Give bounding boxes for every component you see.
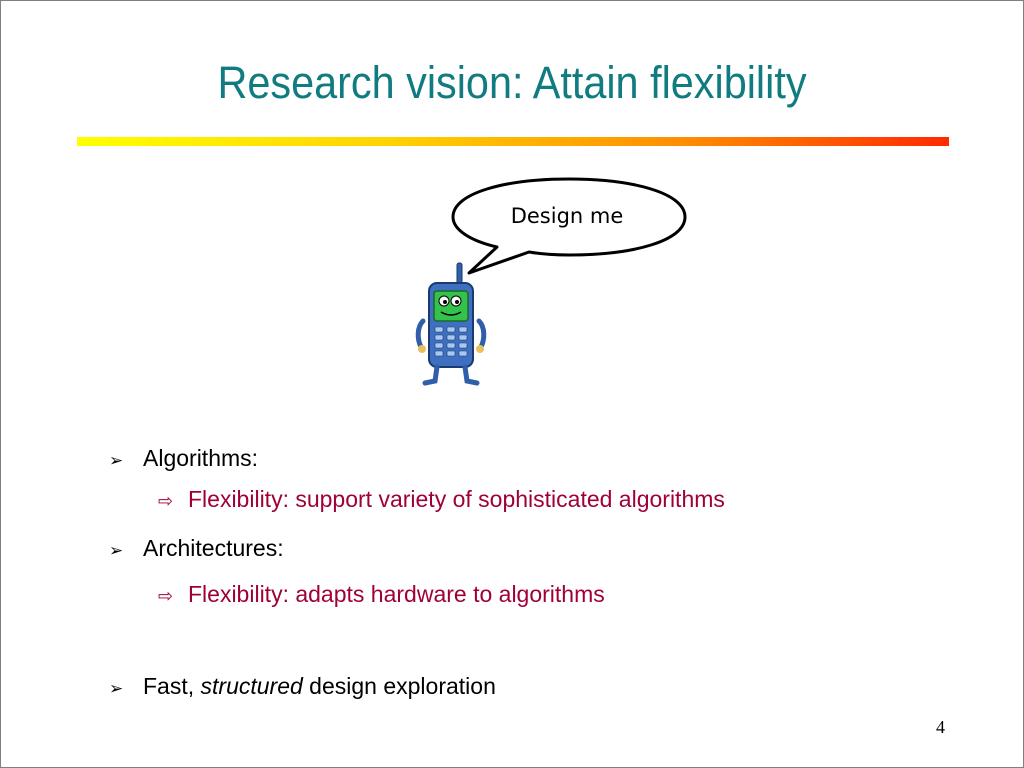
speech-bubble-text: Design me xyxy=(510,204,624,228)
arrowhead-bullet-icon: ➢ xyxy=(109,451,124,471)
bullet-emphasis: structured xyxy=(200,673,303,699)
outline-right-arrow-icon: ⇨ xyxy=(158,491,174,512)
bullet-algorithms: ➢ Algorithms: xyxy=(109,443,258,476)
arrowhead-bullet-icon: ➢ xyxy=(109,541,124,561)
title-gradient-rule xyxy=(77,137,949,146)
bullet-label: Algorithms: xyxy=(143,445,259,471)
speech-bubble-icon xyxy=(451,177,687,275)
outline-right-arrow-icon: ⇨ xyxy=(158,586,174,607)
bullet-label: Architectures: xyxy=(143,535,284,561)
cartoon-mobile-phone-icon xyxy=(415,262,487,386)
bullet-prefix: Fast, xyxy=(143,673,201,699)
bullet-design-exploration: ➢ Fast, structured design exploration xyxy=(109,671,496,704)
sub-bullet-algorithms: ⇨ Flexibility: support variety of sophist… xyxy=(158,484,725,517)
sub-bullet-text: Flexibility: support variety of sophisti… xyxy=(188,486,725,512)
sub-bullet-text: Flexibility: adapts hardware to algorith… xyxy=(188,581,605,607)
arrowhead-bullet-icon: ➢ xyxy=(109,679,124,699)
sub-bullet-architectures: ⇨ Flexibility: adapts hardware to algorit… xyxy=(158,579,605,612)
page-number: 4 xyxy=(936,717,945,737)
bullet-architectures: ➢ Architectures: xyxy=(109,533,284,566)
slide-title: Research vision: Attain flexibility xyxy=(217,57,807,108)
bullet-suffix: design exploration xyxy=(302,673,496,699)
